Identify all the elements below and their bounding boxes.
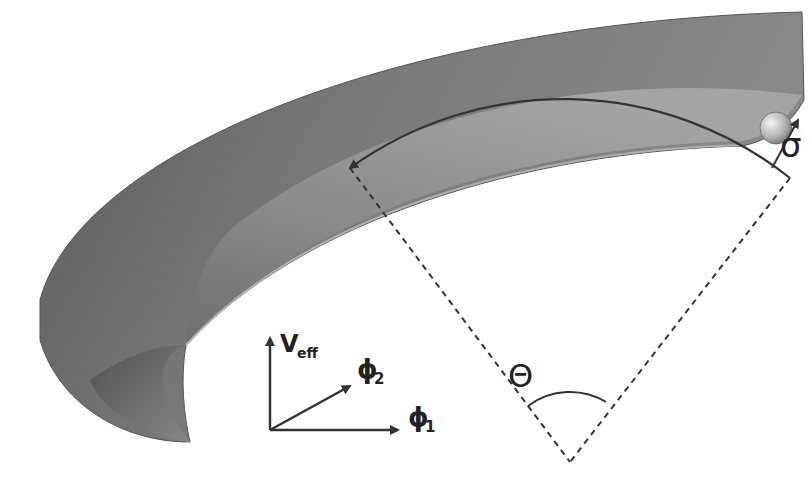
axis-phi2 [270,386,350,430]
dashed-radius [350,168,570,462]
axis-phi1 [270,429,398,432]
trough-floor [186,88,802,345]
axis-label: V [280,332,299,356]
axis-subscript: 1 [425,420,435,435]
trough-lip [186,145,742,345]
angle-arc-arrow [350,99,790,178]
trough-body [40,12,804,442]
axis-v [269,338,272,430]
dashed-radius [570,178,790,462]
axis-subscript: eff [297,346,318,360]
angle-arc [528,392,606,406]
axis-subscript: 2 [374,372,384,387]
sigma-label: σ [780,128,802,162]
angle-label: Θ [508,360,533,392]
trough-end [90,345,190,442]
